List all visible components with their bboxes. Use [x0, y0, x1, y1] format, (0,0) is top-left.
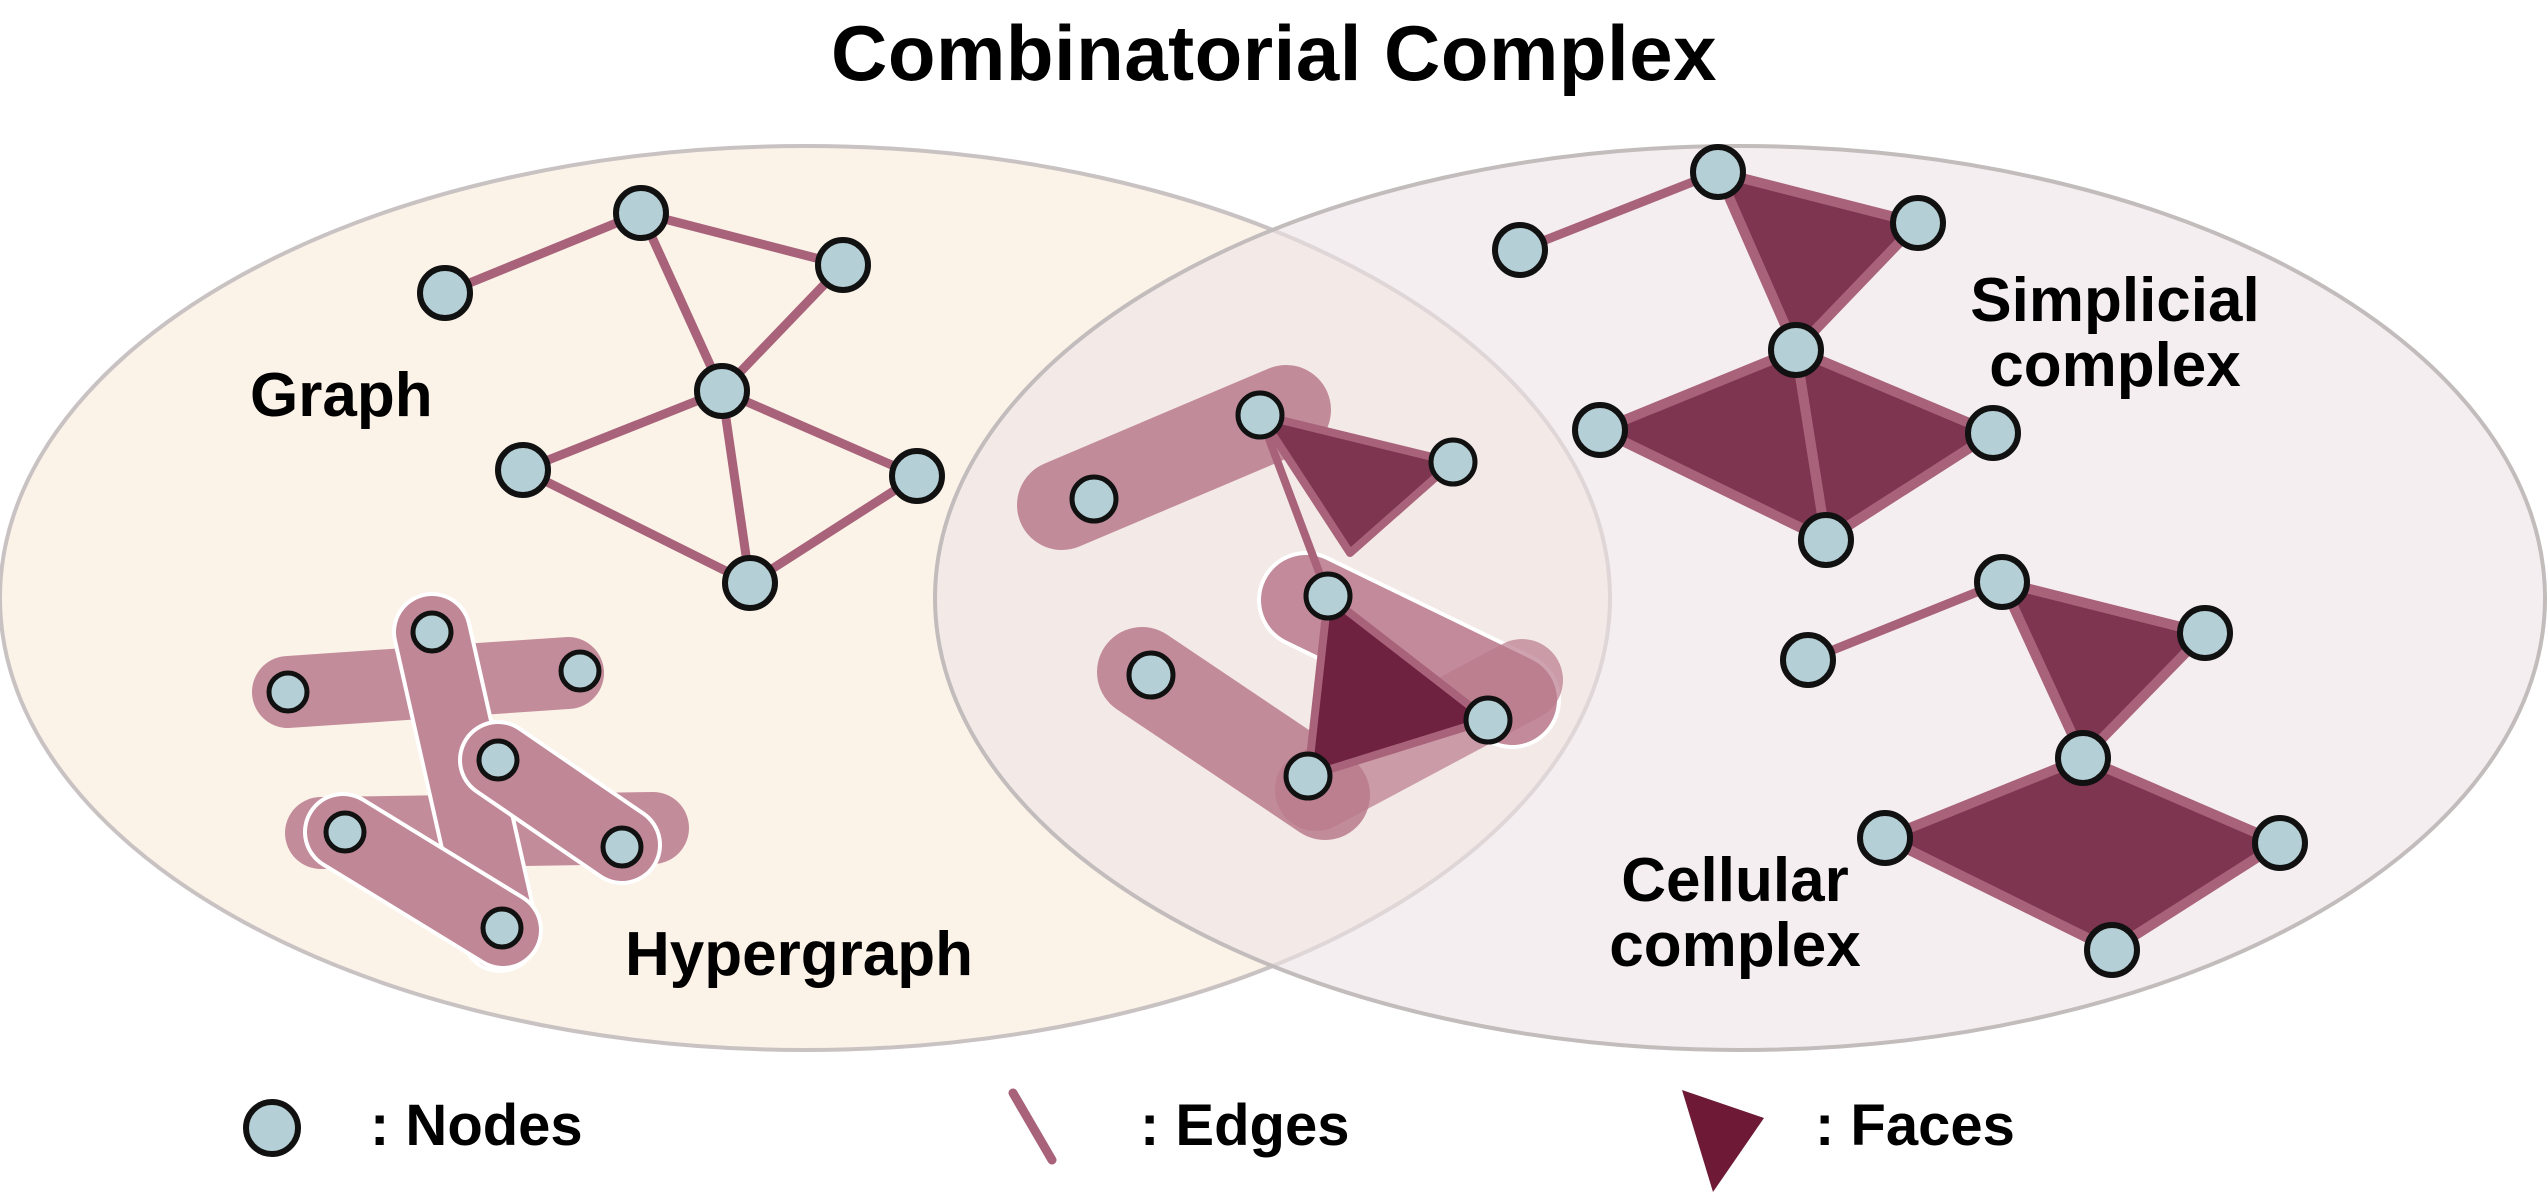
simplicial-node [1492, 222, 1548, 278]
hypergraph-node [410, 610, 454, 654]
simplicial-nodes [1492, 144, 2021, 568]
legend-edges-label: : Edges [1140, 1093, 1350, 1158]
legend-edge-symbol [1008, 1088, 1057, 1165]
simplicial-face [1713, 167, 1923, 355]
simplicial-faces [1595, 167, 1998, 545]
legend-nodes-label: : Nodes [370, 1093, 583, 1158]
cellular-node [2084, 922, 2140, 978]
cellular-node [1780, 632, 1836, 688]
graph-edge [717, 260, 848, 396]
cc-nodes [1069, 390, 1513, 801]
simplicial-node [1890, 195, 1946, 251]
cellular-node [2177, 605, 2233, 661]
simplicial-node [1572, 402, 1628, 458]
graph-label: Graph [250, 361, 433, 430]
hypergraph-node [476, 738, 520, 782]
simplicial-node [1965, 405, 2021, 461]
legend-faces-label: : Faces [1815, 1093, 2015, 1158]
cc-node [1428, 437, 1478, 487]
graph-nodes [417, 185, 945, 611]
cellular-node [2055, 730, 2111, 786]
cellular-edges [1803, 577, 2007, 665]
simplicial-node [1798, 512, 1854, 568]
cc-node [1303, 571, 1353, 621]
graph-edge [636, 208, 848, 270]
cc-node [1235, 390, 1285, 440]
graph-diagram [417, 185, 945, 611]
graph-edge [440, 208, 646, 298]
hypergraph-node [323, 810, 367, 854]
cellular-face [1997, 577, 2210, 763]
simplicial-edge [1791, 345, 1831, 545]
simplicial-label-line-1: Simplicial [1970, 266, 2260, 335]
legend-face-symbol [1682, 1090, 1764, 1192]
graph-node [613, 185, 669, 241]
hypergraph-node [480, 906, 524, 950]
cellular-edge [1803, 577, 2007, 665]
cc-node [1126, 650, 1176, 700]
hyperedge [307, 796, 539, 966]
graph-edge [717, 386, 755, 588]
graph-edges [440, 208, 922, 588]
graph-node [417, 265, 473, 321]
hypergraph-label: Hypergraph [625, 920, 973, 989]
hypergraph-node [266, 670, 310, 714]
graph-edge [636, 208, 727, 396]
cc-face [1256, 411, 1457, 557]
cc-face [1304, 592, 1492, 780]
simplicial-complex-diagram [1492, 144, 2021, 568]
hypergraph-diagram [252, 592, 689, 973]
graph-edge [717, 386, 922, 481]
graph-node [495, 442, 551, 498]
hypergraph-node [600, 825, 644, 869]
graph-node [815, 237, 871, 293]
cellular-node [1974, 554, 2030, 610]
hypergraph-nodes [266, 610, 644, 950]
graph-node [694, 363, 750, 419]
cellular-label-line-2: complex [1609, 911, 1861, 981]
cc-faces [1256, 411, 1492, 780]
cellular-label-line-1: Cellular [1621, 846, 1849, 915]
cc-edges [1256, 411, 1332, 600]
graph-node [722, 555, 778, 611]
legend-node-symbol [243, 1099, 301, 1157]
graph-edge [745, 471, 922, 588]
combinatorial-complex-diagram [1017, 365, 1563, 840]
simplicial-complex-label: Simplicial complex [1930, 268, 2300, 398]
cellular-node [1857, 810, 1913, 866]
cellular-nodes [1780, 554, 2308, 978]
cellular-complex-diagram [1780, 554, 2308, 978]
hyperedges [252, 592, 689, 973]
cc-node [1283, 751, 1333, 801]
cc-node [1463, 695, 1513, 745]
hyperedge [462, 724, 658, 881]
hypergraph-node [558, 649, 602, 693]
simplicial-label-line-2: complex [1989, 331, 2241, 401]
graph-edge [518, 465, 755, 588]
legend-symbols [243, 1088, 1764, 1192]
cc-node [1069, 474, 1119, 524]
cellular-node [2252, 815, 2308, 871]
graph-edge [518, 386, 727, 475]
simplicial-node [1690, 144, 1746, 200]
simplicial-edges [1515, 167, 1831, 545]
simplicial-node [1768, 322, 1824, 378]
cc-edge [1256, 411, 1332, 600]
simplicial-edge [1515, 167, 1723, 255]
graph-node [889, 448, 945, 504]
cellular-complex-label: Cellular complex [1560, 848, 1910, 978]
diagram-title: Combinatorial Complex [831, 9, 1717, 97]
